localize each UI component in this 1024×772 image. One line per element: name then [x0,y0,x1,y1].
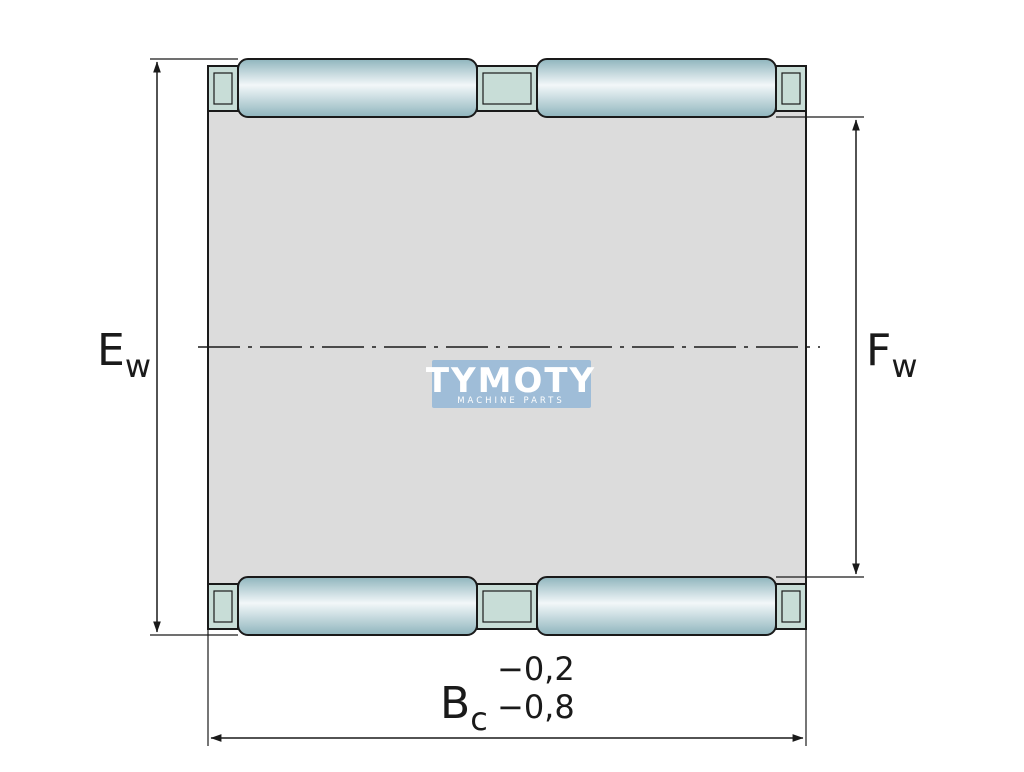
watermark-logo: TYMOTY MACHINE PARTS [426,360,596,408]
cage-inner [482,590,532,623]
bottom-roller-row [207,576,807,636]
cage-inner [781,590,801,623]
cage-inner [482,72,532,105]
label-bc-tolerance-upper: −0,2 [497,650,575,688]
needle-roller [237,58,478,118]
cage-inner [781,72,801,105]
cage-inner [213,590,233,623]
label-ew: Ew [97,325,151,385]
watermark-badge [432,360,591,408]
watermark-brand: TYMOTY [426,361,596,401]
needle-roller [536,58,777,118]
label-bc-tolerance-lower: −0,8 [497,688,575,726]
top-roller-row [207,58,807,118]
needle-roller [237,576,478,636]
watermark-tagline: MACHINE PARTS [457,396,565,406]
label-bc: Bc [440,678,488,738]
label-fw: Fw [866,325,917,385]
cage-inner [213,72,233,105]
needle-roller [536,576,777,636]
